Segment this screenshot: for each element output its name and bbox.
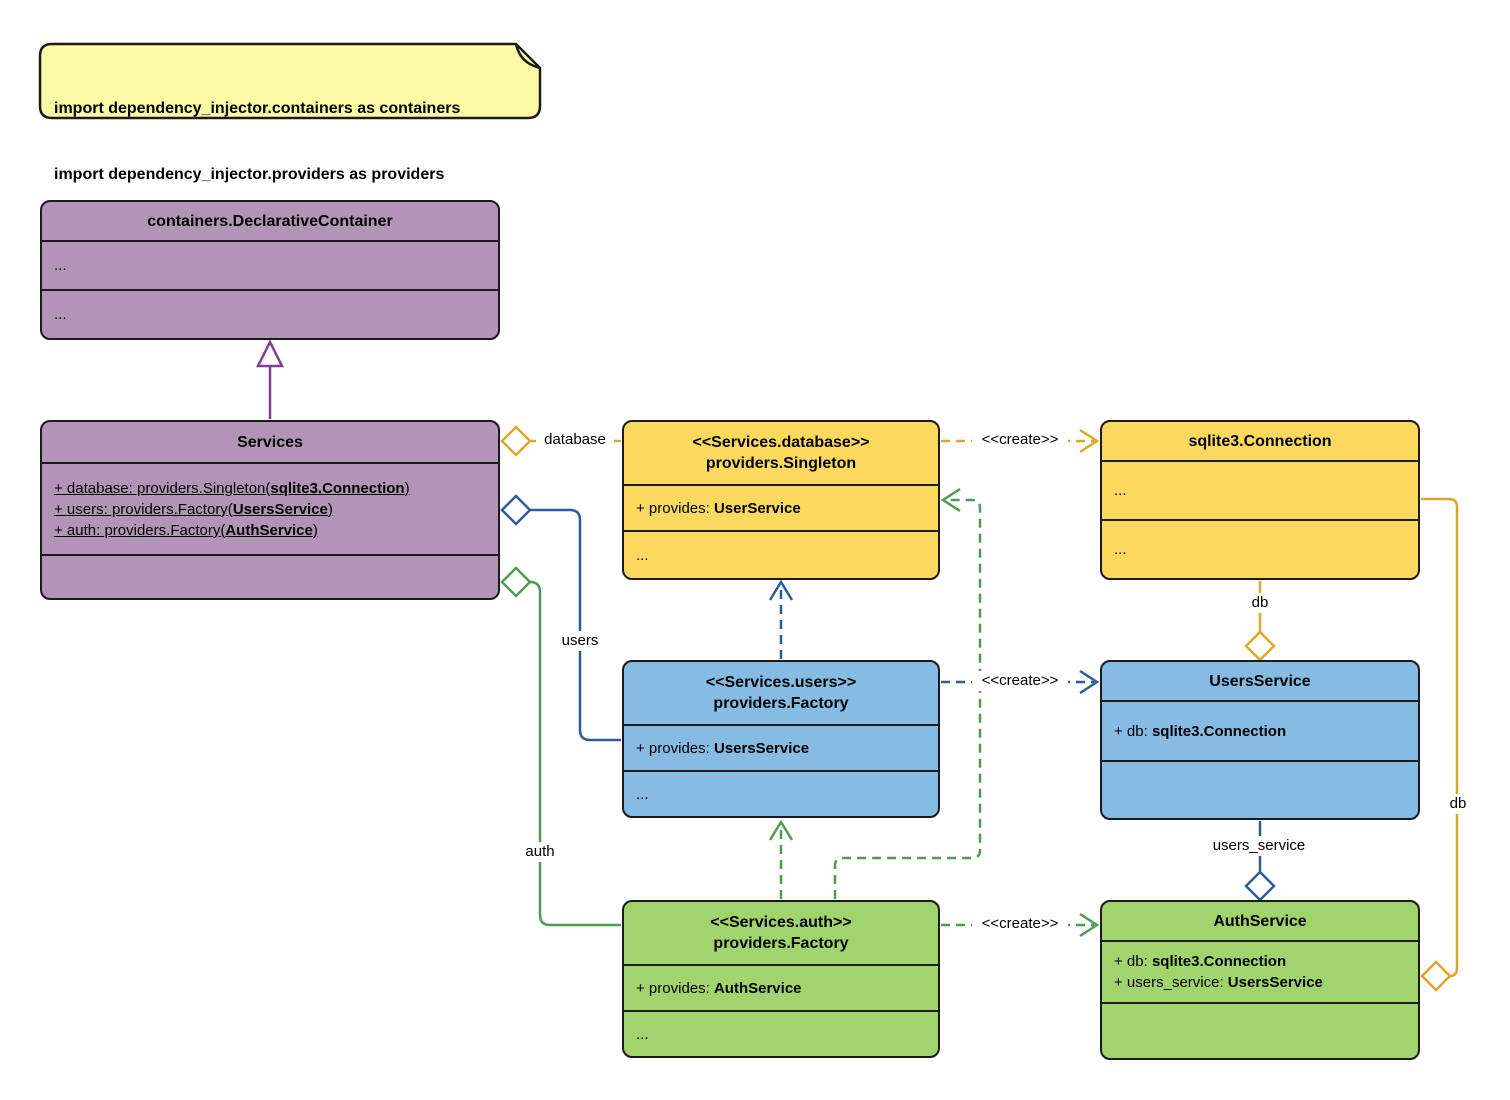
edge-label-create-database: <<create>> — [972, 430, 1068, 450]
edge-label-create-auth: <<create>> — [972, 914, 1068, 934]
attribute-line: + users: providers.Factory(UsersService) — [54, 500, 333, 518]
note: import dependency_injector.containers as… — [54, 54, 460, 230]
note-line: import dependency_injector.containers as… — [54, 100, 461, 117]
attribute-line: + provides: AuthService — [636, 979, 802, 997]
edge-dependency-users-singleton — [768, 579, 794, 659]
class-title: AuthService — [1213, 912, 1307, 930]
edge-users-service-auth — [1244, 821, 1276, 902]
class-singleton-database: <<Services.database>> providers.Singleto… — [622, 420, 940, 580]
empty-compartment — [42, 554, 498, 598]
class-compartment: ... — [624, 530, 938, 578]
class-stereotype: <<Services.users>> — [705, 674, 857, 691]
class-title: <<Services.users>> providers.Factory — [624, 662, 938, 724]
class-users-service: UsersService + db: sqlite3.Connection — [1100, 660, 1420, 820]
class-compartment: ... — [1102, 519, 1418, 578]
attribute-line: + auth: providers.Factory(AuthService) — [54, 521, 318, 539]
edge-label-users-service: users_service — [1200, 836, 1318, 856]
attribute-line: + db: sqlite3.Connection — [1114, 722, 1287, 740]
edge-label-create-users: <<create>> — [972, 671, 1068, 691]
class-compartment: ... — [42, 289, 498, 338]
class-auth-service: AuthService + db: sqlite3.Connection + u… — [1100, 900, 1420, 1060]
empty-compartment — [1102, 1002, 1418, 1058]
class-title: UsersService — [1209, 672, 1311, 690]
edge-label-db-users: db — [1242, 593, 1278, 613]
class-stereotype: <<Services.database>> — [692, 434, 870, 451]
empty-compartment — [1102, 760, 1418, 818]
edge-label-auth: auth — [516, 842, 564, 862]
class-title: <<Services.auth>> providers.Factory — [624, 902, 938, 964]
class-title: <<Services.database>> providers.Singleto… — [624, 422, 938, 484]
class-services: Services + database: providers.Singleton… — [40, 420, 500, 600]
class-sqlite3-connection: sqlite3.Connection ... ... — [1100, 420, 1420, 580]
class-compartment: ... — [1102, 460, 1418, 519]
attribute-line: + provides: UsersService — [636, 739, 810, 757]
note-line: import dependency_injector.providers as … — [54, 166, 445, 183]
edge-dependency-auth-users — [768, 819, 794, 899]
attribute-line: + users_service: UsersService — [1114, 974, 1323, 991]
edge-users — [500, 494, 621, 742]
edge-label-users: users — [552, 631, 608, 651]
class-stereotype: <<Services.auth>> — [710, 914, 852, 931]
attribute-line: + database: providers.Singleton(sqlite3.… — [54, 479, 410, 497]
note-shape — [38, 42, 542, 120]
generalization-arrow — [255, 339, 285, 419]
class-title-text: providers.Factory — [713, 695, 849, 712]
attributes-compartment: + provides: UserService — [624, 484, 938, 530]
class-title: containers.DeclarativeContainer — [147, 212, 393, 230]
edge-db-auth-service — [1420, 497, 1459, 992]
attribute-line: + provides: UserService — [636, 499, 801, 517]
edge-dependency-auth-singleton — [833, 487, 982, 899]
edge-label-database: database — [536, 430, 614, 450]
class-title-text: providers.Factory — [713, 935, 849, 952]
class-compartment: ... — [42, 240, 498, 289]
attributes-compartment: + provides: AuthService — [624, 964, 938, 1010]
attributes-compartment: + db: sqlite3.Connection + users_service… — [1102, 940, 1418, 1002]
attributes-compartment: + database: providers.Singleton(sqlite3.… — [42, 462, 498, 554]
class-title: Services — [237, 433, 303, 451]
attributes-compartment: + provides: UsersService — [624, 724, 938, 770]
class-compartment: ... — [624, 1010, 938, 1056]
class-declarative-container: containers.DeclarativeContainer ... ... — [40, 200, 500, 340]
class-compartment: ... — [624, 770, 938, 816]
class-factory-auth: <<Services.auth>> providers.Factory + pr… — [622, 900, 940, 1058]
attribute-line: + db: sqlite3.Connection — [1114, 953, 1287, 970]
class-factory-users: <<Services.users>> providers.Factory + p… — [622, 660, 940, 818]
edge-label-db-auth: db — [1440, 794, 1476, 814]
class-title-text: providers.Singleton — [705, 455, 857, 472]
class-title: sqlite3.Connection — [1188, 432, 1332, 450]
edge-auth — [500, 566, 621, 927]
attributes-compartment: + db: sqlite3.Connection — [1102, 700, 1418, 760]
